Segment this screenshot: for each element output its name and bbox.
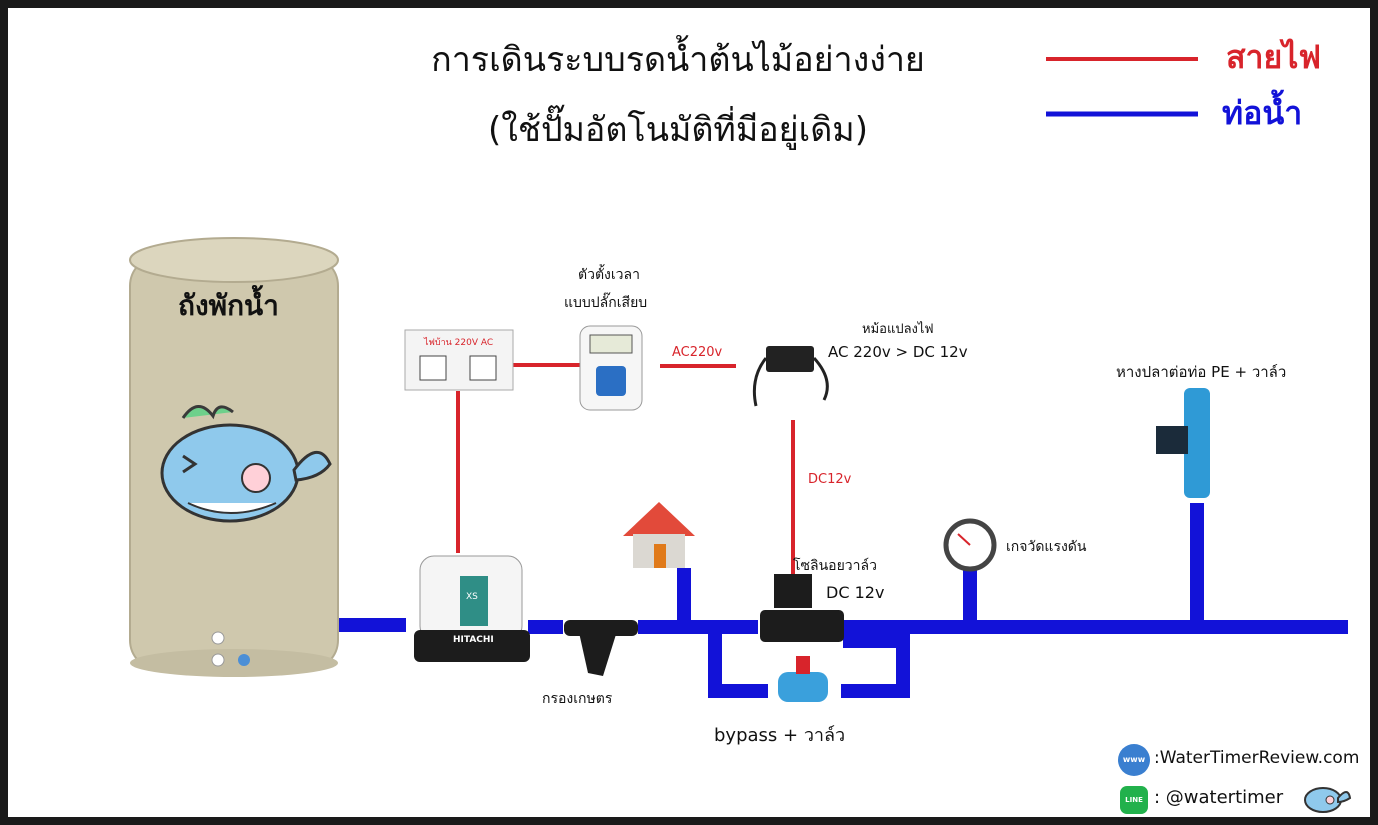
line-app-icon: LINE: [1120, 786, 1148, 814]
agri-filter: [564, 620, 638, 676]
wire-network: [456, 356, 795, 580]
title-line-2: (ใช้ปั๊มอัตโนมัติที่มีอยู่เดิม): [488, 110, 868, 150]
pipe-network: [338, 503, 1348, 698]
solenoid-label-line1: โซลินอยวาล์ว: [793, 558, 877, 574]
pipe-bypass-left: [708, 627, 768, 698]
footer-website[interactable]: :WaterTimerReview.com: [1154, 748, 1360, 768]
pressure-gauge: [943, 518, 997, 572]
pump-model: XS: [466, 592, 478, 602]
outlet-panel: [404, 329, 514, 391]
legend-lines: [1046, 57, 1198, 117]
bypass-label: bypass + วาล์ว: [714, 725, 846, 746]
house-icon: [623, 502, 695, 568]
bypass-valve: [778, 656, 828, 702]
gauge-label: เกจวัดแรงดัน: [1006, 539, 1087, 555]
pipe-bypass-right: [841, 634, 910, 698]
adapter-label-line1: หม้อแปลงไฟ: [862, 322, 934, 337]
pump-brand: HITACHI: [453, 635, 494, 645]
filter-label: กรองเกษตร: [542, 691, 613, 707]
whale-mascot-icon: [160, 405, 332, 523]
solenoid-valve: [760, 574, 844, 642]
tail-label: หางปลาต่อท่อ PE + วาล์ว: [1116, 363, 1287, 381]
legend-pipe-label: ท่อน้ำ: [1222, 94, 1303, 132]
globe-icon: www: [1118, 744, 1150, 776]
timer-label-line2: แบบปลั๊กเสียบ: [564, 295, 648, 311]
dc-wire-label: DC12v: [808, 472, 852, 487]
legend-electric-label: สายไฟ: [1226, 38, 1321, 76]
line-app-icon-text: LINE: [1125, 796, 1143, 804]
power-adapter: [752, 346, 829, 407]
solenoid-label-line2: DC 12v: [826, 583, 885, 602]
small-whale-icon: [1304, 787, 1352, 813]
adapter-label-line2: AC 220v > DC 12v: [828, 343, 968, 361]
hitachi-pump: [414, 555, 530, 662]
outlet-label: ไฟบ้าน 220V AC: [424, 338, 494, 348]
globe-icon-text: www: [1122, 755, 1146, 764]
footer-line-id[interactable]: : @watertimer: [1154, 787, 1284, 808]
plug-timer: [579, 325, 643, 411]
schematic: [129, 237, 1348, 702]
tank-label: ถังพักน้ำ: [178, 289, 279, 322]
pe-tail-connector: [1156, 388, 1210, 498]
ac-wire-label: AC220v: [672, 345, 723, 360]
title-line-1: การเดินระบบรดน้ำต้นไม้อย่างง่าย: [431, 40, 925, 80]
timer-label-line1: ตัวตั้งเวลา: [578, 267, 640, 283]
diagram-canvas: การเดินระบบรดน้ำต้นไม้อย่างง่าย (ใช้ปั๊ม…: [8, 8, 1370, 817]
